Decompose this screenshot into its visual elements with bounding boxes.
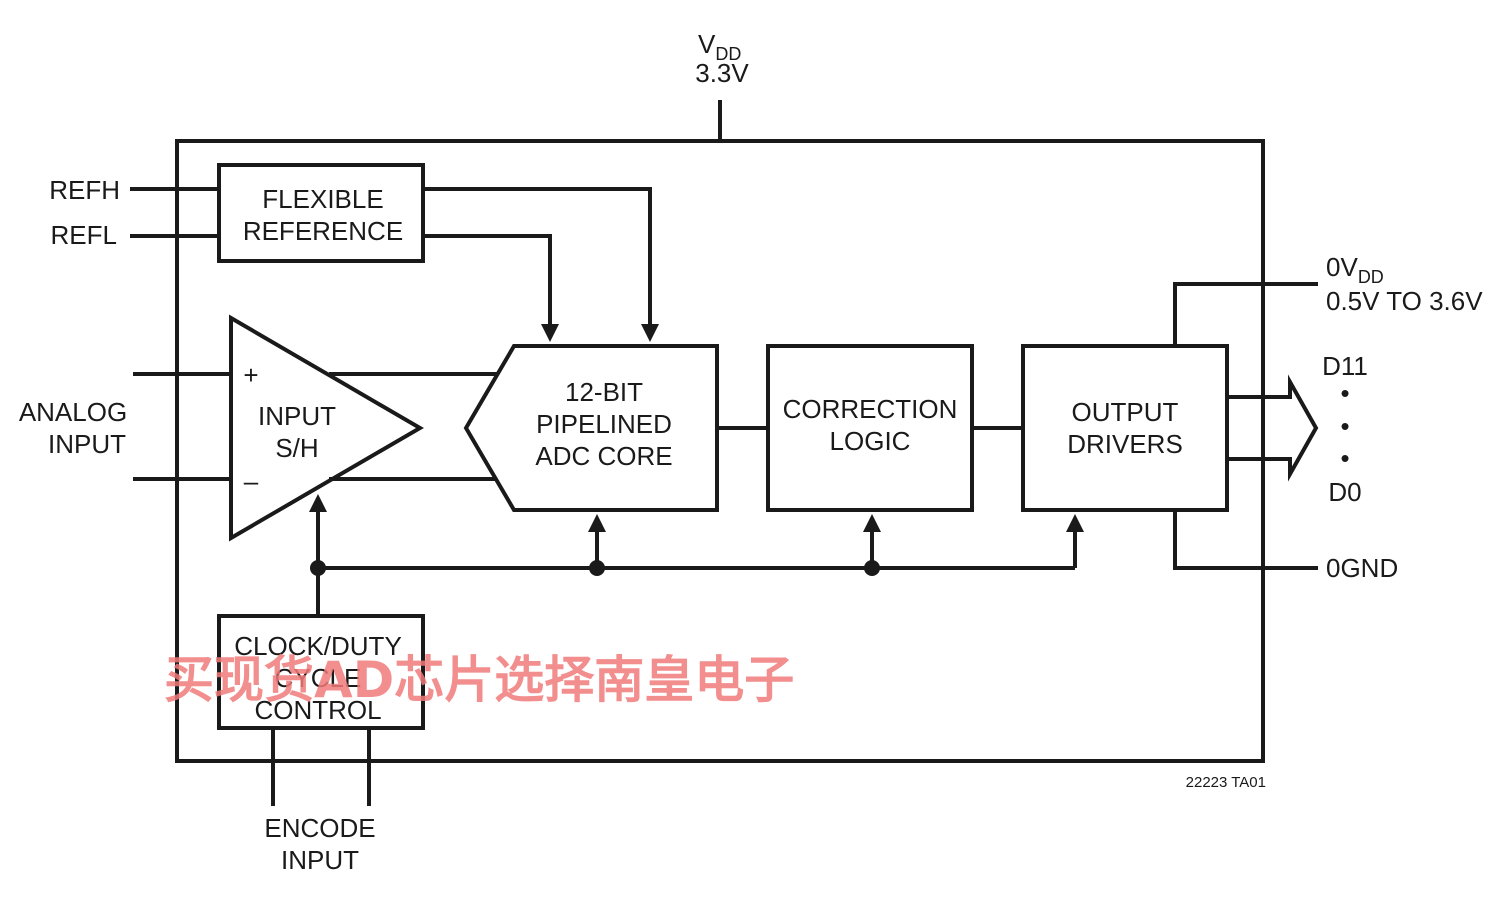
clock-to-adc-arrow [588, 514, 606, 532]
clock-to-output-arrow [1066, 514, 1084, 532]
data-bus-arrow [1227, 374, 1319, 482]
vdd-label: VDD [698, 29, 741, 64]
d0-label: D0 [1328, 477, 1361, 507]
clock-duty-label-1: CLOCK/DUTY [234, 631, 402, 661]
d11-label: D11 [1322, 351, 1368, 381]
adc-core-label-1: 12-BIT [565, 377, 643, 407]
flexible-reference-block [217, 163, 425, 263]
adc-core-label-3: ADC CORE [535, 441, 672, 471]
ovdd-line [1173, 282, 1318, 346]
analog-input-label-2: INPUT [48, 429, 126, 459]
input-sh-amplifier [229, 314, 424, 542]
input-sh-label-2: S/H [275, 433, 318, 463]
refl-label: REFL [51, 220, 117, 250]
encode-input-label-2: INPUT [281, 845, 359, 875]
clock-duty-label-3: CONTROL [254, 695, 381, 725]
output-drivers-label-1: OUTPUT [1072, 397, 1179, 427]
clock-to-correction-arrow [863, 514, 881, 532]
flexible-reference-label-2: REFERENCE [243, 216, 403, 246]
flexible-reference-label-1: FLEXIBLE [262, 184, 383, 214]
bus-dot-1: • [1340, 378, 1349, 408]
ovdd-label: 0VDD [1326, 252, 1384, 287]
output-drivers-block [1021, 344, 1229, 512]
vdd-value: 3.3V [695, 58, 749, 88]
correction-logic-block [766, 344, 974, 512]
bus-dot-2: • [1340, 411, 1349, 441]
clock-to-sh-arrow [309, 494, 327, 512]
correction-logic-label-2: LOGIC [830, 426, 911, 456]
figure-id: 22223 TA01 [1186, 774, 1266, 791]
adc-core-block [463, 344, 719, 512]
clock-duty-block [217, 614, 425, 730]
clock-duty-label-2: CYCLE [275, 663, 362, 693]
junction-dot-3 [864, 560, 880, 576]
watermark-text: 买现货AD芯片选择南皇电子 [164, 651, 794, 709]
bus-dot-3: • [1340, 443, 1349, 473]
junction-dot-2 [589, 560, 605, 576]
junction-dot-1 [310, 560, 326, 576]
ognd-label: 0GND [1326, 553, 1398, 583]
ovdd-range: 0.5V TO 3.6V [1326, 286, 1483, 316]
encode-input-label-1: ENCODE [264, 813, 375, 843]
ref-arrow-2 [541, 324, 559, 342]
output-drivers-label-2: DRIVERS [1067, 429, 1183, 459]
input-sh-label-1: INPUT [258, 401, 336, 431]
correction-logic-label-1: CORRECTION [783, 394, 958, 424]
input-sh-plus: + [243, 360, 258, 390]
ref-arrow-1 [641, 324, 659, 342]
analog-input-label-1: ANALOG [19, 397, 127, 427]
adc-core-label-2: PIPELINED [536, 409, 672, 439]
ref-to-adc-line-2 [423, 234, 552, 326]
ognd-line [1173, 510, 1318, 570]
refh-label: REFH [49, 175, 120, 205]
input-sh-minus: – [244, 466, 259, 496]
ref-to-adc-line-1 [423, 187, 652, 326]
